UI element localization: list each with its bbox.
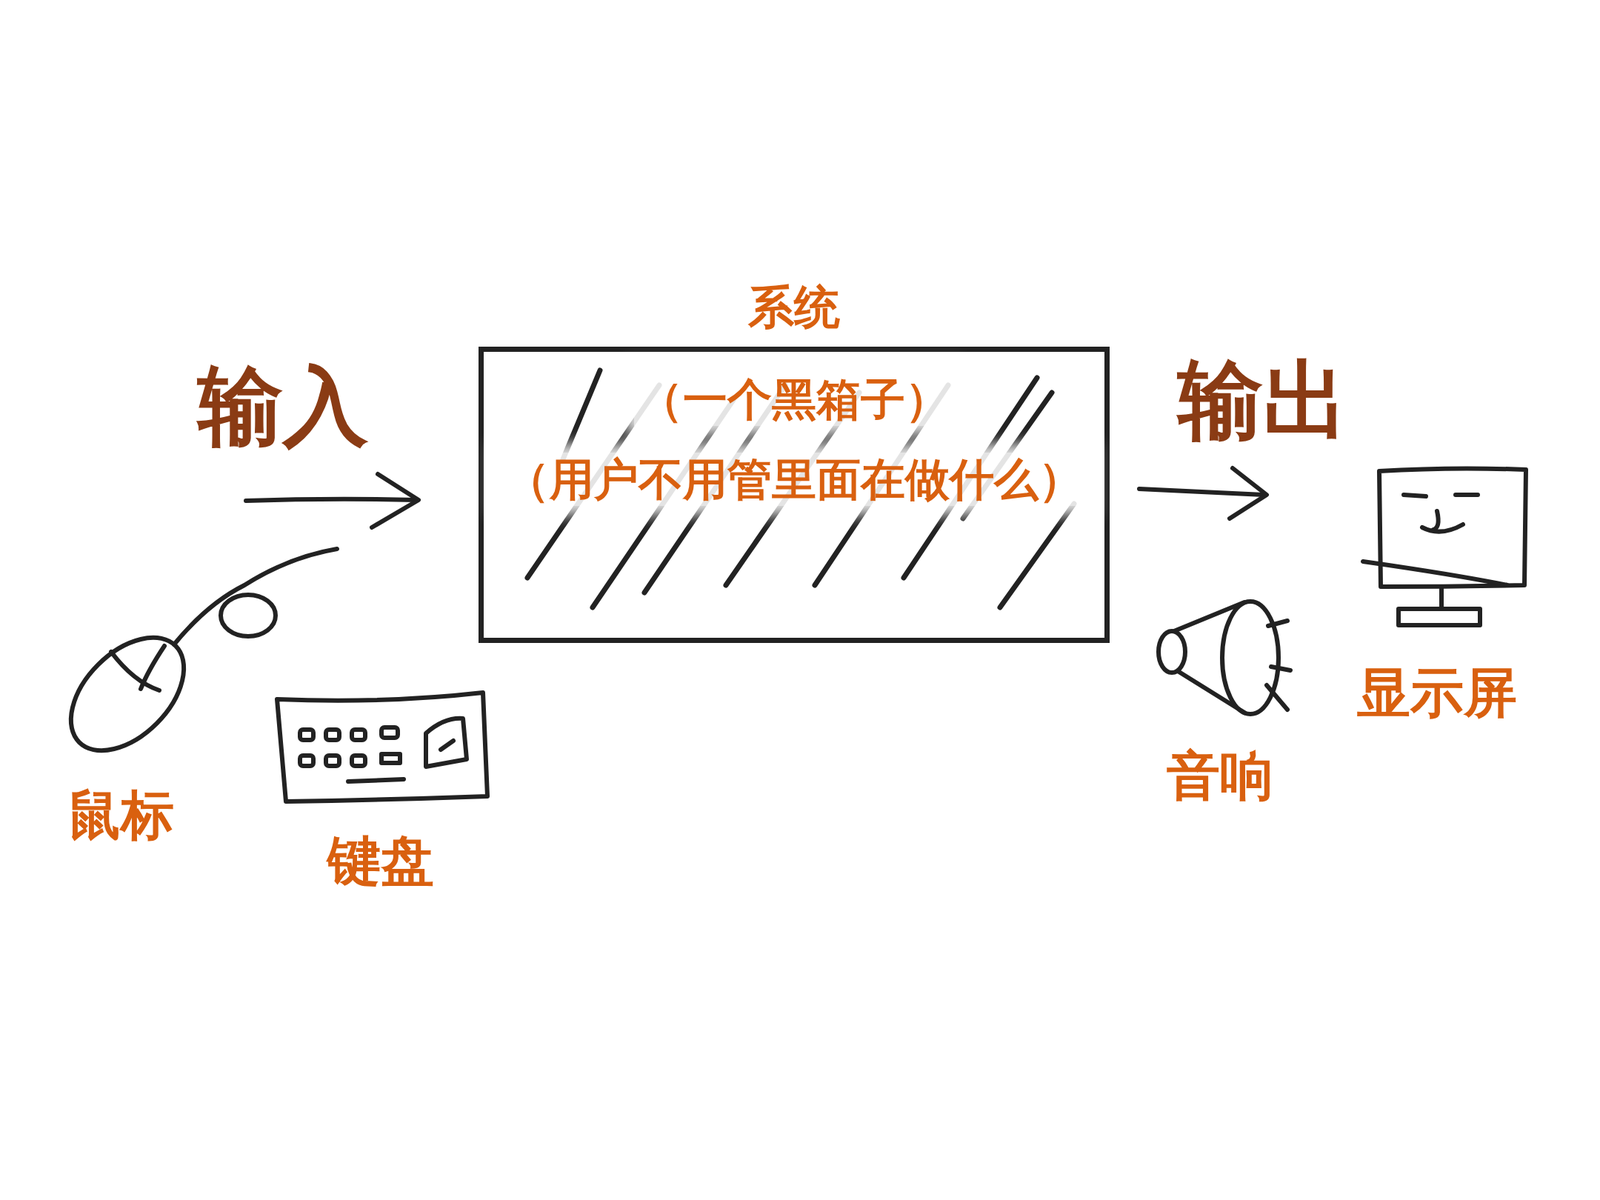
speaker-drawing — [1158, 601, 1291, 715]
monitor-drawing — [1362, 468, 1526, 626]
device-label: 显示屏 — [1357, 662, 1518, 724]
device-label: 音响 — [1166, 745, 1274, 807]
device-label: 鼠标 — [67, 784, 175, 846]
box-heading: 系统 — [748, 276, 840, 339]
mouse-drawing — [49, 548, 338, 772]
input-arrow — [245, 474, 419, 528]
output-arrow — [1139, 468, 1267, 519]
input-label: 输入 — [197, 357, 369, 455]
device-label: 键盘 — [327, 830, 435, 892]
output-label: 输出 — [1177, 351, 1349, 449]
system-box: 系统（一个黑箱子）（用户不用管里面在做什么） — [478, 346, 1110, 643]
keyboard-drawing — [277, 692, 488, 802]
box-text: （用户不用管里面在做什么） — [500, 452, 1088, 506]
box-text: （一个黑箱子） — [634, 372, 955, 426]
